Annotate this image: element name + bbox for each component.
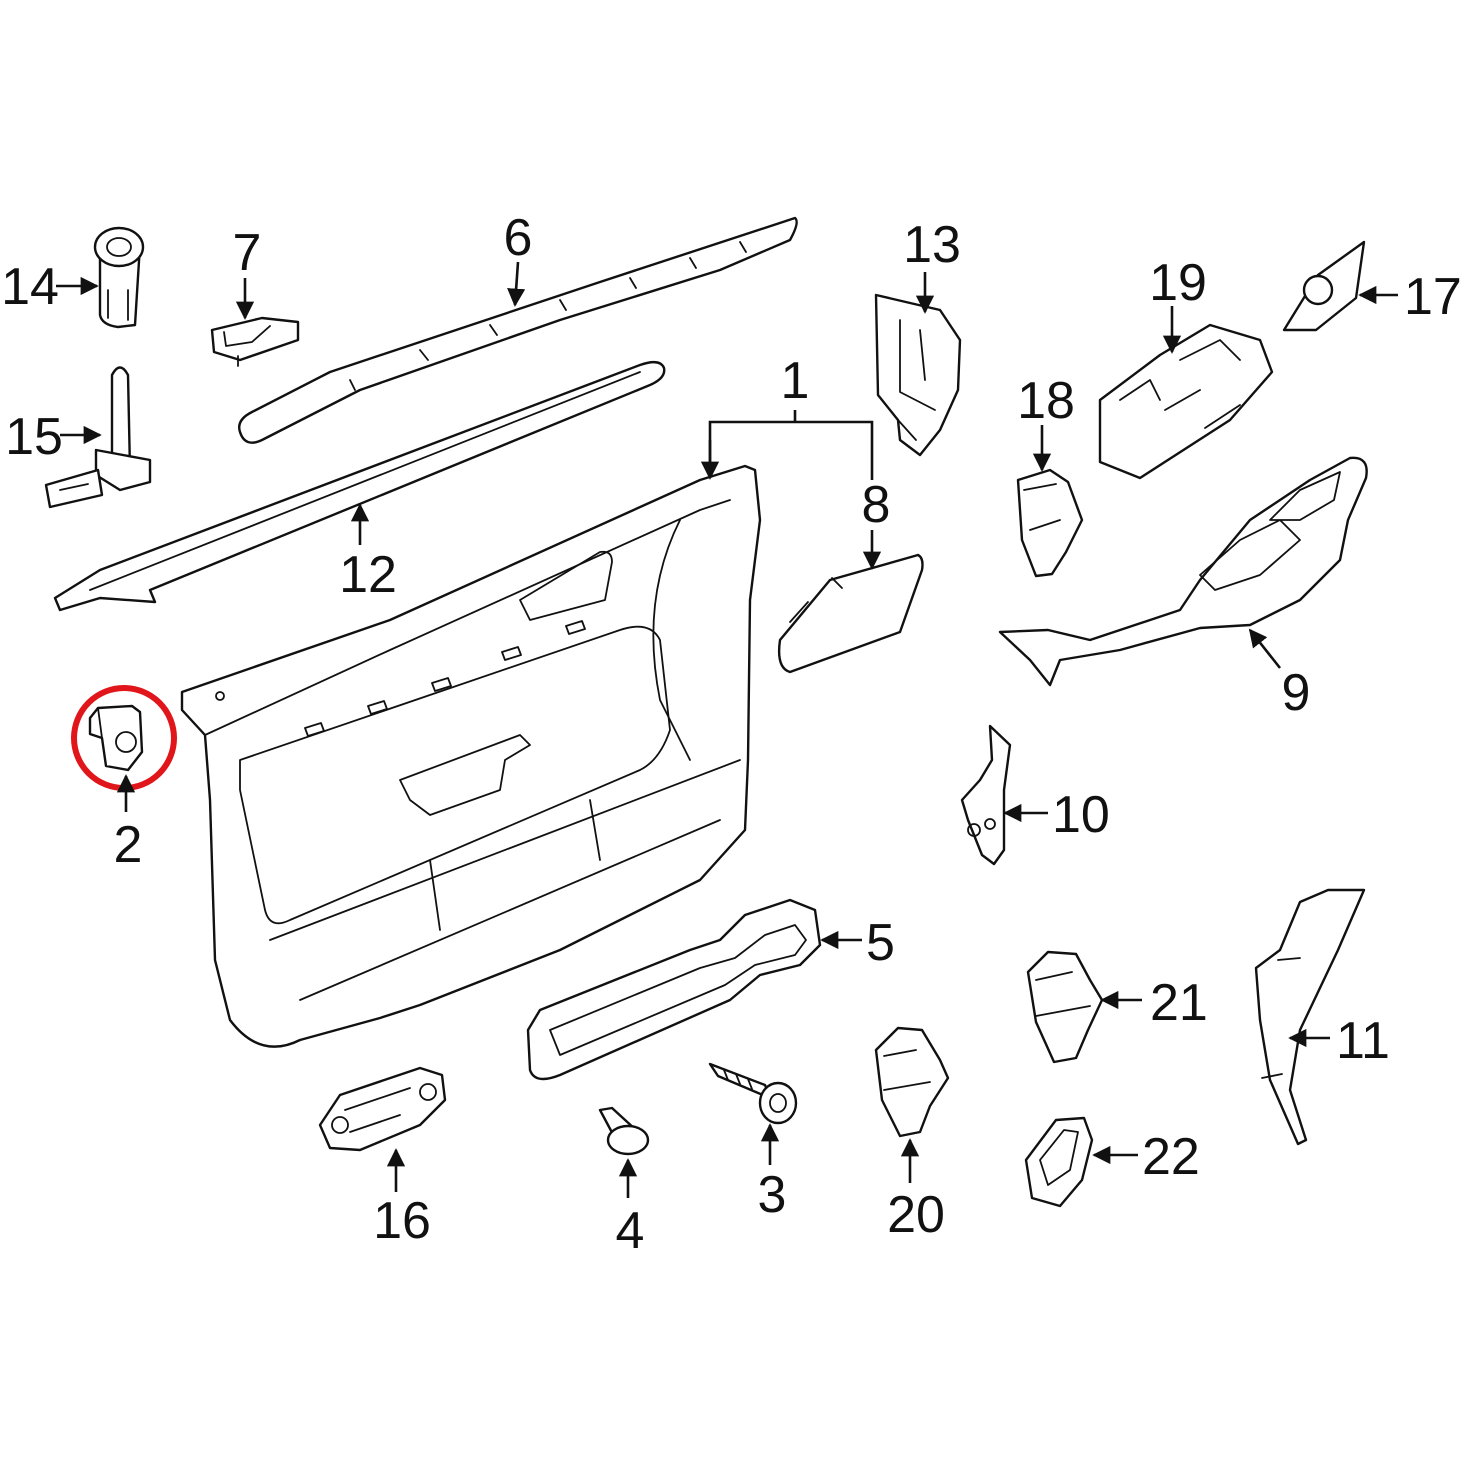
part-1-door-panel[interactable]	[180, 464, 762, 1048]
part-17-mirror-switch[interactable]	[1282, 240, 1366, 332]
callout-labels: 1 2 3 4 5 6 7 8 9 10 11 12 13 14 15 16 1…	[1, 209, 1462, 1260]
callout-5: 5	[866, 914, 895, 972]
callout-4: 4	[616, 1202, 645, 1260]
callout-15: 15	[5, 408, 63, 466]
part-15-push-pin[interactable]	[44, 366, 152, 509]
callout-12: 12	[339, 546, 397, 604]
callout-19: 19	[1149, 254, 1207, 312]
callout-13: 13	[903, 216, 961, 274]
callout-18: 18	[1017, 372, 1075, 430]
callout-20: 20	[887, 1186, 945, 1244]
part-9-switch-bezel[interactable]	[998, 456, 1368, 687]
callout-22: 22	[1142, 1128, 1200, 1186]
part-3-screw[interactable]	[708, 1062, 798, 1125]
part-22-clip[interactable]	[1024, 1116, 1094, 1208]
callout-21: 21	[1150, 974, 1208, 1032]
callout-1: 1	[781, 352, 810, 410]
callout-7: 7	[233, 224, 262, 282]
part-10-bracket[interactable]	[960, 724, 1012, 866]
callout-17: 17	[1404, 268, 1462, 326]
part-18-clip[interactable]	[1016, 468, 1084, 578]
part-21-clip[interactable]	[1026, 950, 1104, 1064]
part-5-pull-cup[interactable]	[526, 898, 822, 1081]
part-4-push-retainer[interactable]	[598, 1106, 650, 1156]
callout-6: 6	[504, 209, 533, 267]
part-16-handle-bezel[interactable]	[318, 1066, 447, 1152]
part-7-clip[interactable]	[210, 316, 300, 367]
callout-10: 10	[1052, 786, 1110, 844]
callout-3: 3	[758, 1166, 787, 1224]
part-13-bracket[interactable]	[874, 293, 962, 457]
callout-16: 16	[373, 1192, 431, 1250]
part-20-clip[interactable]	[874, 1026, 950, 1138]
callout-9: 9	[1282, 664, 1311, 722]
part-2-retainer[interactable]	[88, 704, 144, 772]
part-6-upper-trim[interactable]	[238, 216, 798, 444]
callout-11: 11	[1336, 1012, 1390, 1070]
part-8-cover[interactable]	[777, 553, 924, 674]
callout-2: 2	[114, 816, 143, 874]
callout-8: 8	[862, 476, 891, 534]
part-14-grommet[interactable]	[93, 226, 145, 329]
leader-lines	[56, 261, 1398, 1198]
part-12-weatherstrip[interactable]	[53, 360, 666, 612]
part-19-window-switch[interactable]	[1098, 323, 1274, 480]
callout-14: 14	[1, 258, 59, 316]
